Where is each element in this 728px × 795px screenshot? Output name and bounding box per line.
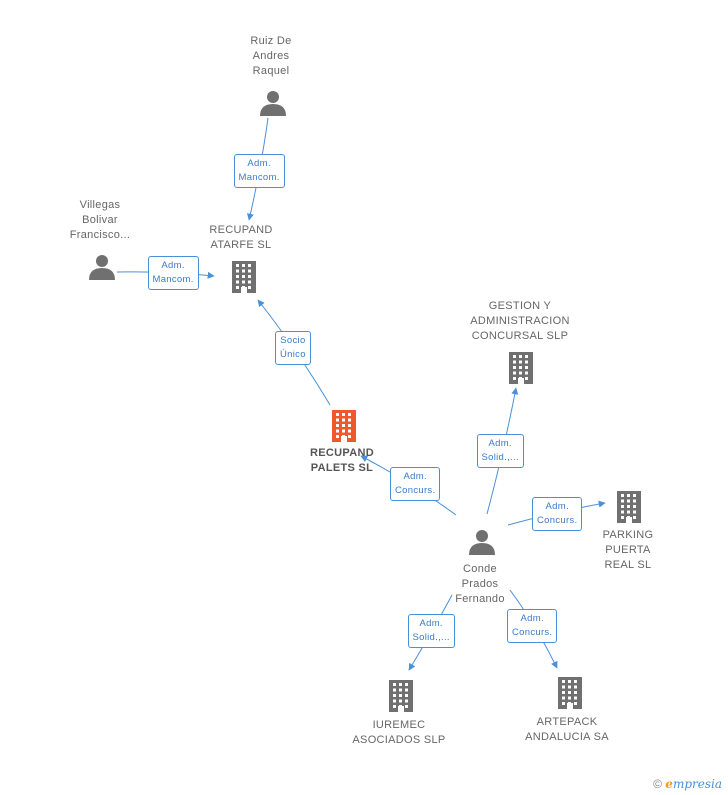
node-label-artepack[interactable]: ARTEPACK ANDALUCIA SA xyxy=(525,716,609,743)
node-label-villegas[interactable]: Villegas Bolivar Francisco... xyxy=(69,199,131,241)
node-label-atarfe[interactable]: RECUPAND ATARFE SL xyxy=(209,224,273,251)
iuremec-building-icon[interactable] xyxy=(389,680,413,712)
node-label-parking[interactable]: PARKING PUERTA REAL SL xyxy=(602,529,654,571)
edge-label-conde-to-gestion[interactable]: Adm. Solid.,... xyxy=(476,434,524,468)
palets-building-icon[interactable] xyxy=(332,410,356,442)
atarfe-building-icon[interactable] xyxy=(232,261,256,293)
edge-label-conde-to-artepack[interactable]: Adm. Concurs. xyxy=(507,609,558,643)
brand-logo: empresia xyxy=(665,777,722,791)
conde-person-icon[interactable] xyxy=(469,530,495,555)
gestion-building-icon[interactable] xyxy=(509,352,533,384)
node-label-conde[interactable]: Conde Prados Fernando xyxy=(455,563,505,605)
parking-building-icon[interactable] xyxy=(617,491,641,523)
node-label-ruiz[interactable]: Ruiz De Andres Raquel xyxy=(250,35,292,77)
watermark: © empresia xyxy=(653,777,722,791)
edge-label-villegas-to-atarfe[interactable]: Adm. Mancom. xyxy=(147,256,199,290)
copyright-symbol: © xyxy=(653,777,662,791)
villegas-person-icon[interactable] xyxy=(89,255,115,280)
node-label-iuremec[interactable]: IUREMEC ASOCIADOS SLP xyxy=(352,719,446,746)
node-label-gestion[interactable]: GESTION Y ADMINISTRACION CONCURSAL SLP xyxy=(470,300,570,342)
node-label-palets[interactable]: RECUPAND PALETS SL xyxy=(310,447,374,474)
edge-label-conde-to-palets[interactable]: Adm. Concurs. xyxy=(390,467,441,501)
edge-label-conde-to-parking[interactable]: Adm. Concurs. xyxy=(532,497,583,531)
edge-label-conde-to-iuremec[interactable]: Adm. Solid.,... xyxy=(407,614,455,648)
artepack-building-icon[interactable] xyxy=(558,677,582,709)
edge-label-palets-to-atarfe[interactable]: Socio Único xyxy=(275,331,311,365)
edge-label-ruiz-to-atarfe[interactable]: Adm. Mancom. xyxy=(233,154,285,188)
ruiz-person-icon[interactable] xyxy=(260,91,286,116)
